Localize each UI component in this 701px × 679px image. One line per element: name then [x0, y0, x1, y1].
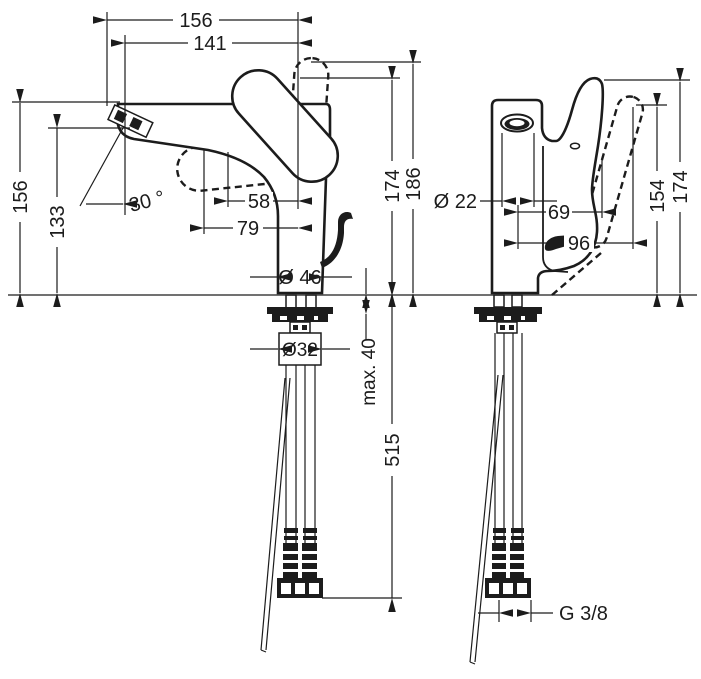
front-mounting-set	[260, 294, 333, 653]
side-mounting-set	[469, 294, 542, 665]
side-faucet-body	[490, 76, 605, 295]
dim-left-height-total: 156	[10, 180, 32, 213]
side-body-pin	[569, 142, 581, 150]
dim-depth-inner: 69	[548, 202, 570, 224]
dim-height-handle-raised: 154	[647, 179, 669, 212]
dim-spout-angle: 30 °	[127, 187, 167, 217]
dim-handle-offset-outer: 79	[237, 218, 259, 240]
side-dimensions: Ø 22 69 96 154 174 G 3/8	[434, 68, 692, 625]
dim-left-height-spout: 133	[47, 205, 69, 238]
dim-depth-outer: 96	[568, 233, 590, 255]
supply-hoses	[277, 365, 323, 598]
dim-right-height-outer: 186	[403, 167, 425, 200]
front-handle-solid	[230, 68, 340, 184]
side-pull-rod	[469, 374, 504, 665]
dim-aerator-diameter: Ø 22	[434, 191, 477, 213]
dim-shank-diameter: Ø32	[282, 340, 318, 361]
dim-connection-thread: G 3/8	[559, 603, 608, 625]
side-view	[469, 76, 645, 665]
dim-handle-offset-inner: 58	[248, 191, 270, 213]
mounting-flange	[267, 307, 333, 314]
dim-base-diameter: Ø 46	[278, 267, 321, 289]
side-aerator	[500, 113, 534, 133]
front-dimensions: 156 141 156 133 30 ° 58 79 Ø 46	[9, 9, 425, 612]
front-popup-lever	[320, 212, 353, 268]
dim-max-mounting-depth: max. 40	[359, 338, 380, 406]
dim-top-width-total: 156	[179, 10, 212, 32]
side-supply-hoses	[485, 333, 531, 598]
dim-right-height-inner: 174	[382, 169, 404, 202]
side-body-edge	[542, 146, 569, 273]
dim-height-total: 174	[670, 170, 692, 203]
dim-top-width-spout: 141	[193, 33, 226, 55]
front-view	[107, 56, 353, 653]
dim-hose-length: 515	[382, 433, 404, 466]
